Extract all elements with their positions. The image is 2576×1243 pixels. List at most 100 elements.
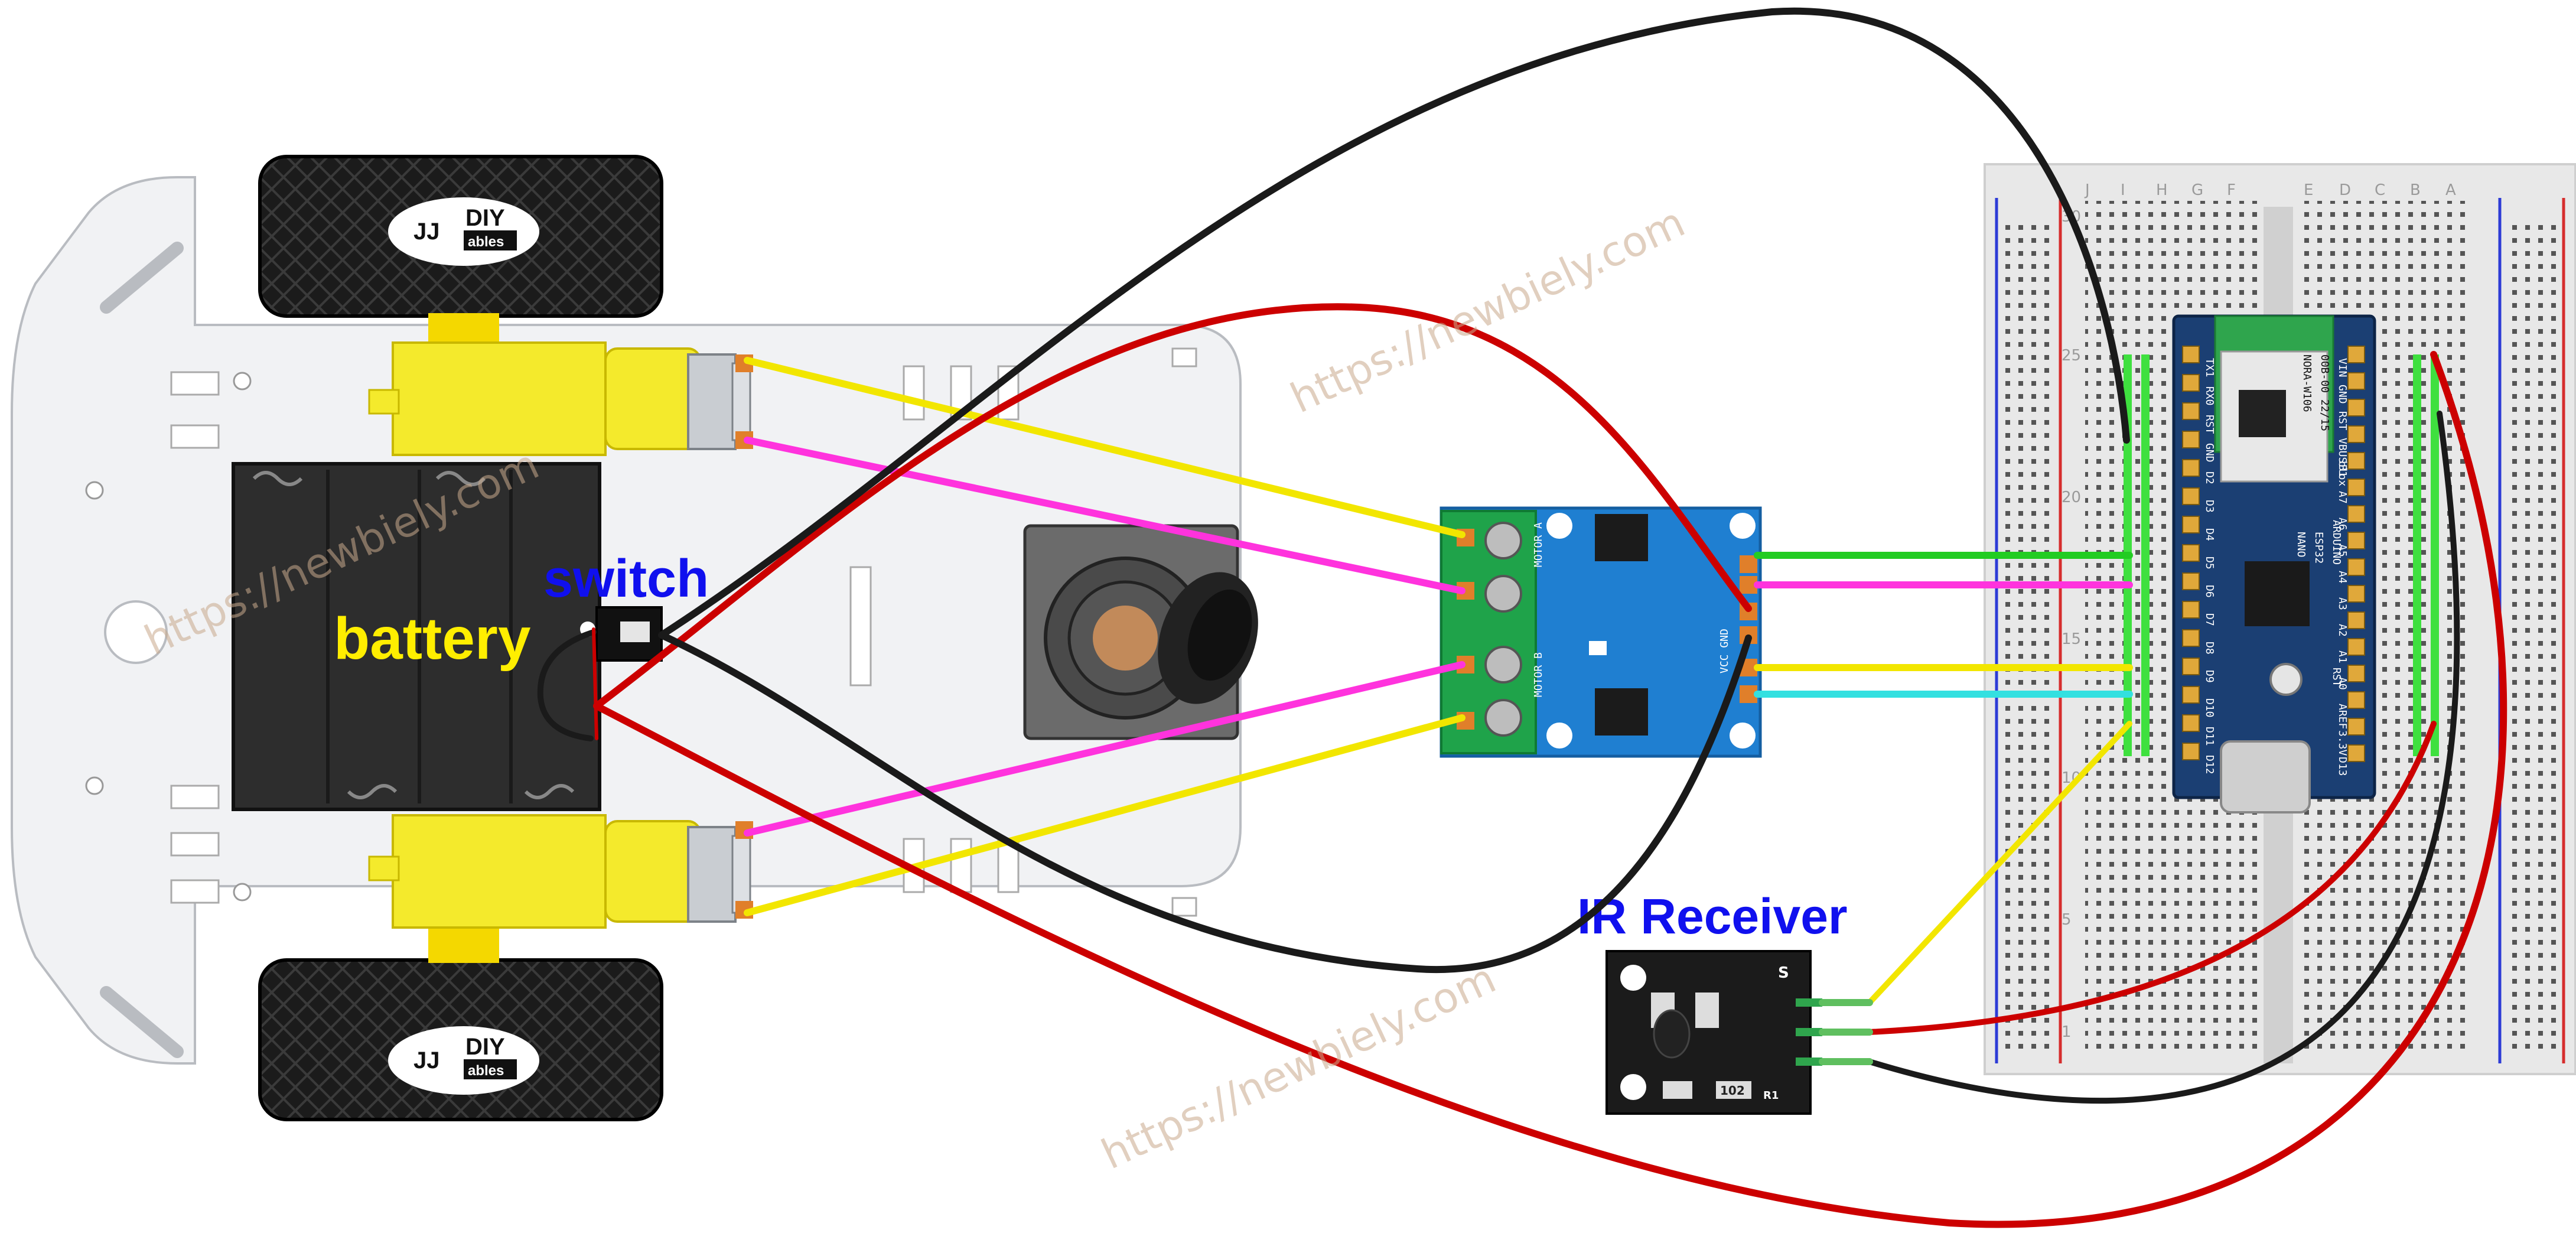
board-pin-pad [2182,346,2200,363]
wheel-bottom: JJ DIY ables [258,958,663,1121]
board-pin-pad [2347,558,2365,576]
board-pin-label: GND [2203,443,2216,463]
board-pin-pad [2182,601,2200,619]
board-pin-pad [2347,744,2365,762]
board-pin-pad [2182,487,2200,505]
board-pin-label: D13 [2336,757,2349,776]
board-pin-pad [2182,431,2200,448]
board-name-mid: ESP32 [2313,532,2325,564]
bb-row-5: 5 [2062,911,2072,929]
wire-red-battery [592,627,598,740]
board-pin-pad [2182,743,2200,760]
wire-yellow-motor-top [744,357,1466,538]
ir-receiver-module: 102 S R1 IR Receiver [1577,889,1848,1115]
board-pin-label: D7 [2203,613,2216,626]
bb-row-25: 25 [2062,347,2081,365]
bb-col-c: C [2375,181,2385,199]
board-pin-label: D2 [2203,471,2216,484]
board-pin-pad [2347,399,2365,416]
board-pin-label: D11 [2203,727,2216,746]
board-pin-pad [2182,572,2200,590]
board-pin-pad [2182,516,2200,533]
bb-col-j: J [2084,181,2090,199]
bb-col-d: D [2339,181,2351,199]
board-pin-label: RX0 [2203,386,2216,406]
battery-holder: battery [232,462,601,811]
module-id: 00B-00 22/15 [2318,354,2331,431]
board-pin-pad [2182,459,2200,477]
board-pin-label: 3.3V [2336,730,2349,756]
bb-col-i: I [2121,181,2125,199]
motor-top [368,313,753,456]
board-pin-label: RST [2336,411,2349,431]
ir-receiver-label: IR Receiver [1577,889,1848,944]
bb-col-h: H [2156,181,2168,199]
wire-red-ir-vcc [1867,721,2437,1035]
wheel-logo-diy-bottom: DIY [465,1034,505,1060]
caster-wheel [1023,524,1258,740]
board-pin-pad [2182,544,2200,562]
board-blox: blox [2336,461,2349,487]
wire-magenta-motor-bottom [744,661,1466,837]
board-pin-label: D12 [2203,755,2216,775]
board-pin-label: A1 [2336,650,2349,663]
board-name-bottom: NANO [2295,532,2307,557]
board-pin-pad [2347,425,2365,443]
board-pin-pad [2182,658,2200,675]
board-pin-label: D5 [2203,557,2216,570]
board-pin-label: D9 [2203,670,2216,683]
board-name-top: ARDUINO [2330,520,2343,565]
wheel-logo-ables-bottom: ables [468,1063,504,1079]
wheel-top: JJ DIY ables [258,155,663,318]
bb-row-1: 1 [2062,1023,2072,1041]
board-pin-pad [2347,452,2365,470]
board-pin-pad [2182,714,2200,732]
board-pin-pad [2347,479,2365,496]
board-pin-label: A5 [2336,544,2349,557]
board-pin-pad [2347,372,2365,390]
board-pin-label: D8 [2203,642,2216,655]
driver-label-motor-b: MOTOR B [1532,652,1545,697]
board-pin-label: D10 [2203,698,2216,718]
wire-green-ir-pins [1819,999,1873,1065]
wheel-logo-diy-top: DIY [465,205,505,231]
board-pin-pad [2182,402,2200,420]
motor-driver-l9110: MOTOR A MOTOR B VCC GND [1440,506,1762,758]
board-pin-label: D4 [2203,528,2216,541]
board-pin-label: A3 [2336,597,2349,610]
wheel-logo-ables-top: ables [468,234,504,250]
driver-label-motor-a: MOTOR A [1532,522,1545,567]
ir-res-label: 102 [1720,1083,1745,1098]
board-rst: RST [2330,668,2343,687]
board-right-pins: VINGNDRSTVBUSB1A7A6A5A4A3A2A1A0AREF3.3VD… [2336,346,2365,776]
board-pin-pad [2347,611,2365,629]
board-pin-pad [2182,374,2200,392]
wire-black-switch-esp32 [658,7,2130,639]
ir-s-label: S [1778,964,1789,982]
arduino-nano-esp32: NORA-W106 00B-00 22/15 blox ARDUINO ESP3… [2172,314,2376,814]
diy-logo-j-bottom: JJ [413,1047,440,1073]
ir-r1-label: R1 [1763,1089,1779,1102]
diy-logo-j: JJ [413,219,440,245]
board-pin-pad [2347,638,2365,656]
board-pin-label: A7 [2336,491,2349,504]
board-pin-label: B1 [2336,464,2349,477]
board-pin-label: A0 [2336,677,2349,690]
bb-col-a: A [2445,181,2456,199]
board-pin-label: A4 [2336,571,2349,584]
bb-col-e: E [2304,181,2313,199]
power-switch: switch [543,549,709,662]
battery-label: battery [334,606,531,672]
board-pin-label: RST [2203,415,2216,434]
motor-bottom [368,814,753,963]
board-pin-pad [2347,505,2365,523]
wire-yellow-motor-bottom [744,714,1466,916]
bb-col-g: G [2191,181,2203,199]
board-pin-pad [2182,629,2200,647]
board-pin-pad [2347,585,2365,603]
wire-black-ir-gnd [1867,411,2460,1104]
board-pin-label: AREF [2336,704,2349,729]
wire-yellow-ir-signal [1867,721,2132,1006]
bb-col-f: F [2227,181,2236,199]
module-text: NORA-W106 [2301,354,2313,412]
